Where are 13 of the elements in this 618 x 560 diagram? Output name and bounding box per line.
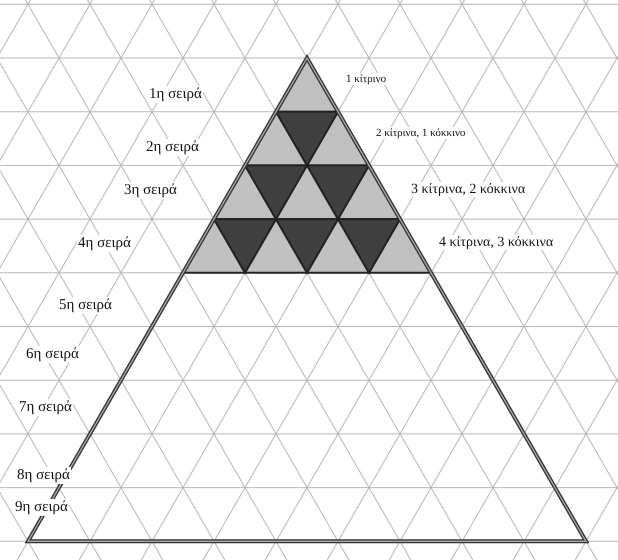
row-label: 5η σειρά <box>58 297 113 314</box>
row-label: 8η σειρά <box>16 467 71 484</box>
row-label: 2η σειρά <box>145 139 200 156</box>
count-label: 4 κίτρινα, 3 κόκκινα <box>438 234 554 250</box>
row-label: 9η σειρά <box>14 499 69 516</box>
count-label: 2 κίτρινα, 1 κόκκινο <box>375 127 466 140</box>
row-label: 7η σειρά <box>18 399 73 416</box>
count-label: 1 κίτρινο <box>345 73 388 86</box>
row-label: 1η σειρά <box>148 86 203 102</box>
row-label: 4η σειρά <box>77 235 132 252</box>
row-label: 3η σειρά <box>123 182 178 198</box>
row-label: 6η σειρά <box>25 346 80 362</box>
count-label: 3 κίτρινα, 2 κόκκινα <box>410 182 526 197</box>
